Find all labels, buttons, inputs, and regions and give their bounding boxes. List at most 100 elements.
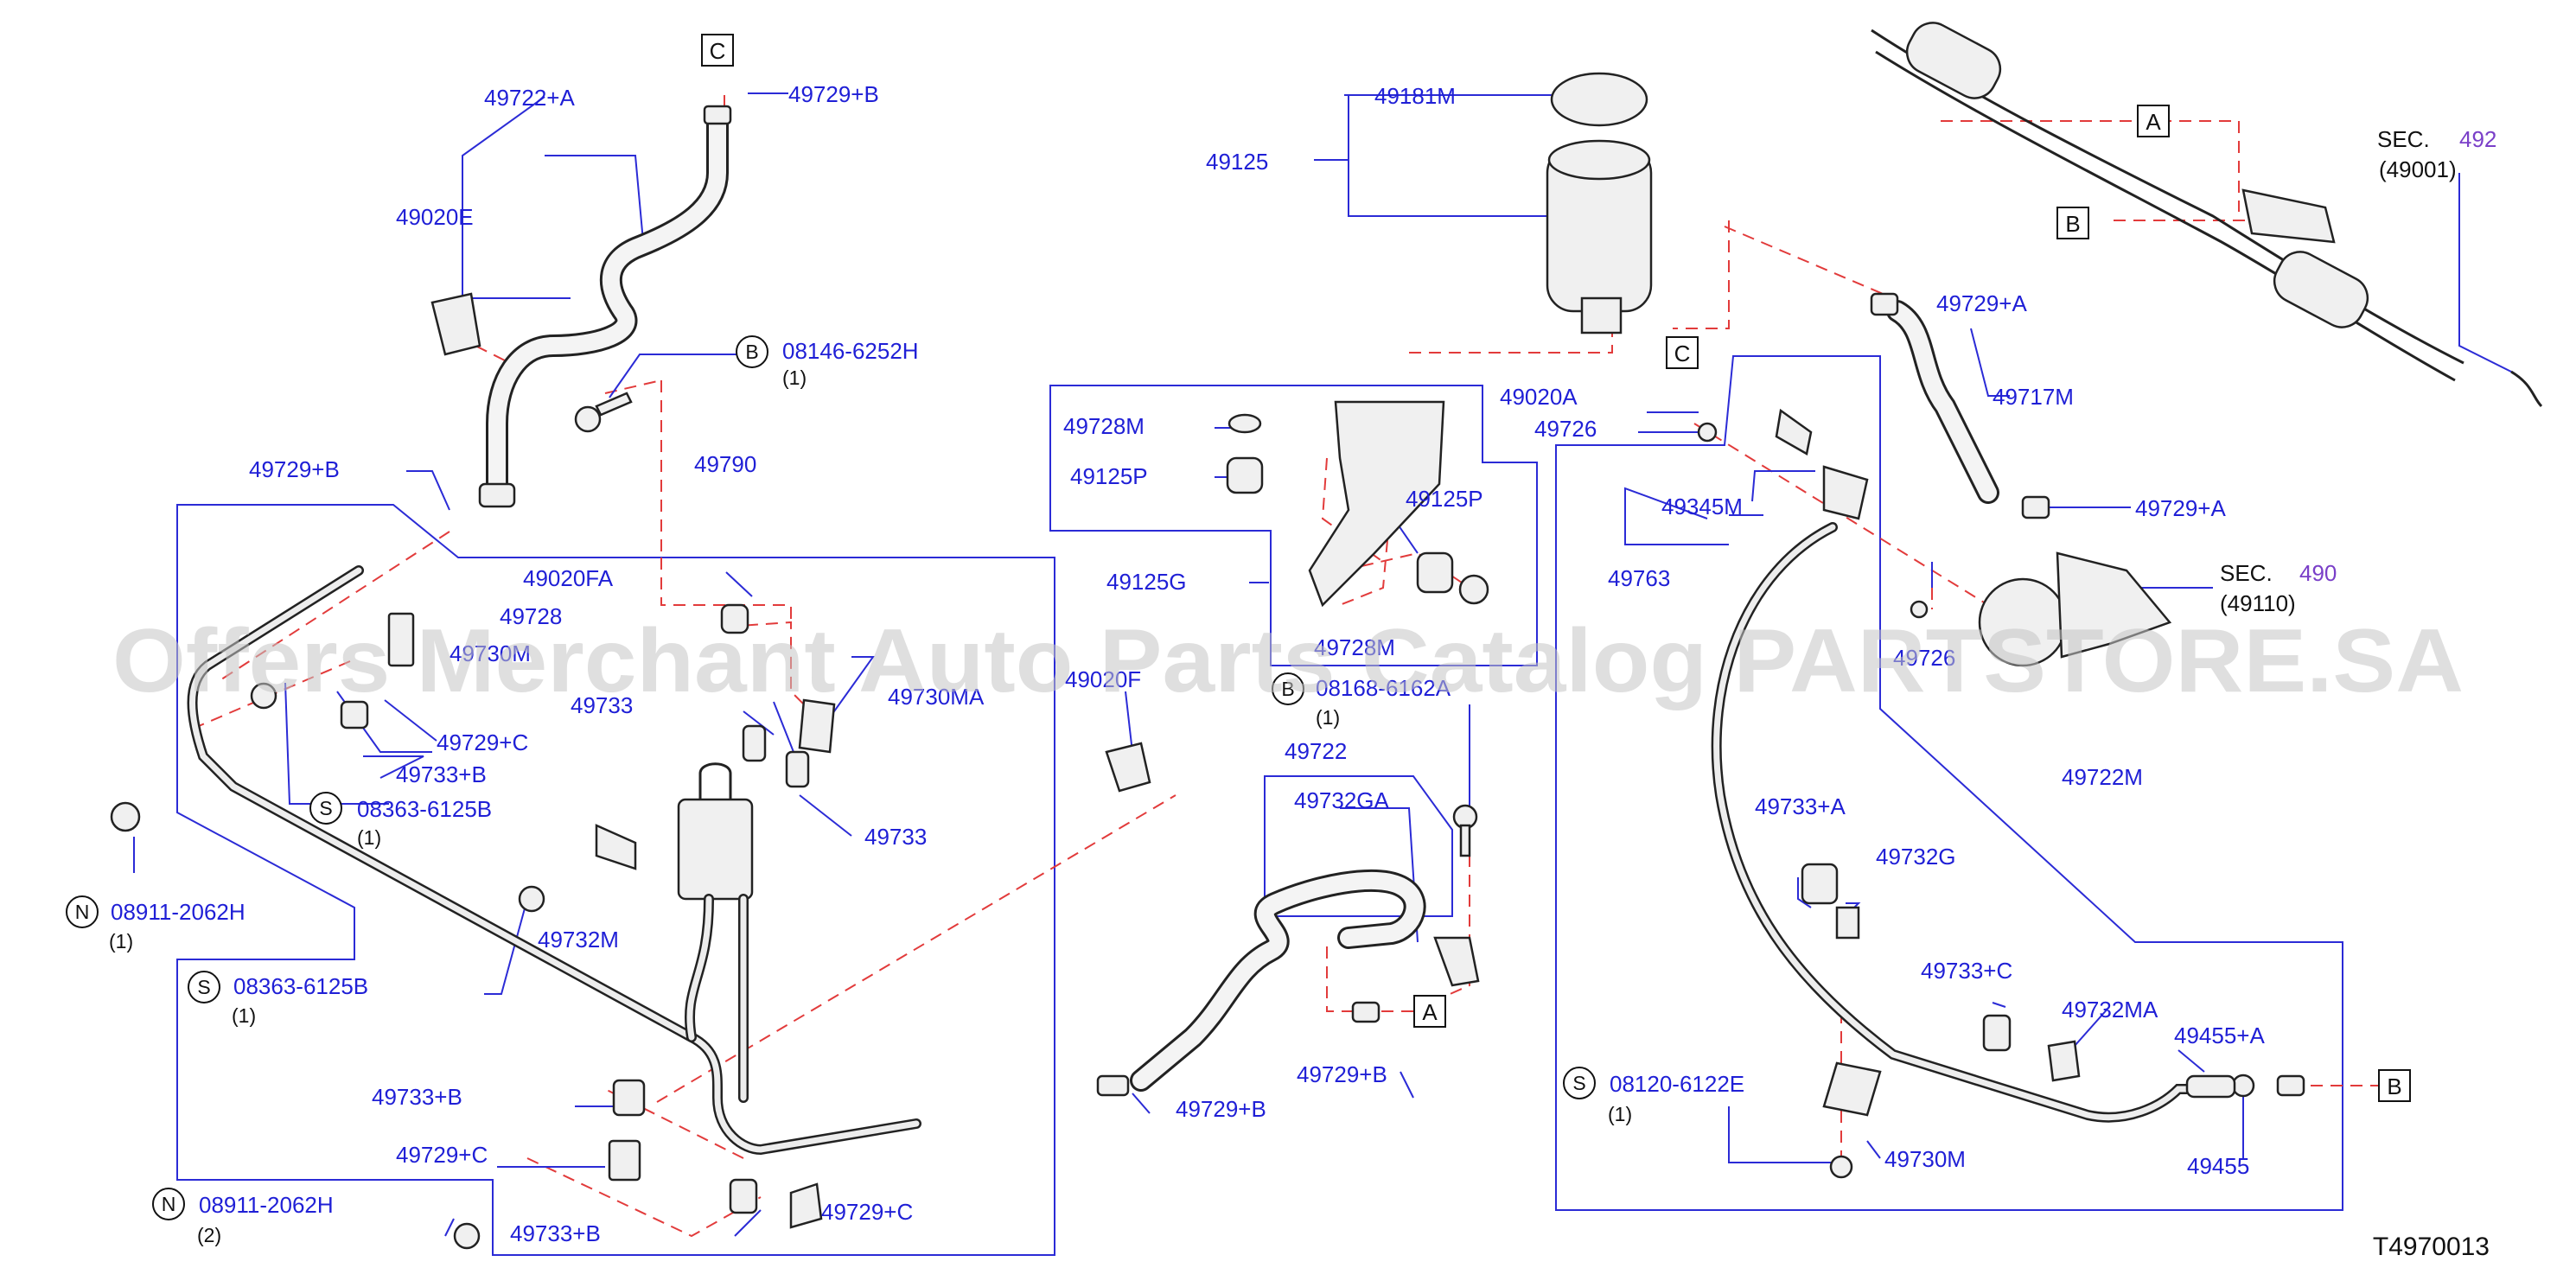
frame-49722 <box>1264 775 1453 917</box>
frame-49722M <box>1555 355 2343 1211</box>
label-49733-c: 49733+C <box>1921 958 2012 984</box>
label-49790: 49790 <box>694 451 756 477</box>
label-49020fa: 49020FA <box>523 565 614 591</box>
label-08911-a-qty: (1) <box>109 930 133 953</box>
label-49730m-partial: 49730M <box>450 640 531 666</box>
label-08911-b-qty: (2) <box>197 1224 221 1246</box>
label-49729-c-bot: 49729+C <box>396 1142 488 1168</box>
label-49733-b-bot2: 49733+B <box>510 1220 601 1246</box>
code-b-08146: B <box>745 341 758 363</box>
label-49733-a: 49733 <box>571 692 633 718</box>
part-labels: 49722+A 49729+B 49020E 08146-6252H (1) 4… <box>109 81 2496 1246</box>
label-49730ma: 49730MA <box>888 684 985 710</box>
label-49729-b-center: 49729+B <box>1297 1061 1387 1087</box>
code-n-08911b: N <box>162 1193 176 1215</box>
label-49732g: 49732G <box>1876 844 1956 870</box>
label-49125p-left: 49125P <box>1070 463 1148 489</box>
bracket-49020E <box>430 292 481 356</box>
label-49729-b-left: 49729+B <box>249 456 340 482</box>
fastener-codes: B S N S N B S <box>66 335 1596 1220</box>
code-b-08168: B <box>1281 678 1294 700</box>
label-49729-c-left: 49729+C <box>437 730 528 755</box>
label-49732m: 49732M <box>538 927 619 953</box>
label-sec-492-sub: (49001) <box>2379 156 2457 182</box>
label-49125p-right: 49125P <box>1406 486 1483 512</box>
clamp-icon <box>478 482 516 508</box>
label-49455: 49455 <box>2187 1153 2249 1179</box>
label-49717m: 49717M <box>1993 384 2074 410</box>
label-sec-492: SEC. <box>2377 126 2430 152</box>
code-s-08363a: S <box>319 797 332 819</box>
label-49722: 49722 <box>1285 738 1347 764</box>
label-08363-6125b-b: 08363-6125B <box>233 973 368 999</box>
label-08363-6125b-a: 08363-6125B <box>357 796 492 822</box>
callout-b-right: B <box>2387 1074 2401 1099</box>
code-s-08120: S <box>1572 1072 1585 1094</box>
label-49726-bot: 49726 <box>1893 645 1955 671</box>
label-sec-490: SEC. <box>2220 560 2273 586</box>
callout-b-rack: B <box>2065 211 2080 237</box>
callout-c-top: C <box>710 38 726 64</box>
frame-49125G <box>1049 385 1538 666</box>
label-49729-b-bottom: 49729+B <box>1176 1096 1266 1122</box>
frame-49790 <box>176 504 1055 1256</box>
callout-boxes: C C A B A B <box>701 34 2411 1102</box>
watermark: Offers Merchant Auto Parts Catalog PARTS… <box>112 611 2464 711</box>
label-49722-a: 49722+A <box>484 85 575 111</box>
label-49732ma: 49732MA <box>2062 997 2158 1023</box>
code-s-08363b: S <box>197 976 210 998</box>
label-49125g: 49125G <box>1106 569 1187 595</box>
label-49733-b-bot: 49733+B <box>372 1084 462 1110</box>
label-49733-b: 49733 <box>864 824 927 850</box>
label-08146-6252h: 08146-6252H <box>782 338 919 364</box>
label-08168-qty: (1) <box>1316 706 1340 729</box>
label-49726-top: 49726 <box>1534 416 1597 442</box>
label-49730m: 49730M <box>1884 1146 1966 1172</box>
part-drawings <box>110 22 2543 1250</box>
label-49732ga: 49732GA <box>1294 787 1390 813</box>
label-49345m: 49345M <box>1661 494 1743 519</box>
callout-a-center: A <box>1422 999 1438 1025</box>
label-08911-2062h-a: 08911-2062H <box>111 899 245 925</box>
hose-49722-A <box>486 105 729 504</box>
label-sec-490-num: 490 <box>2299 560 2337 586</box>
group-frames <box>176 355 2343 1256</box>
label-49728m: 49728M <box>1063 413 1145 439</box>
label-49733-a: 49733+A <box>1755 793 1846 819</box>
label-49763: 49763 <box>1608 565 1670 591</box>
cap-49181M <box>1550 72 1648 127</box>
label-49733-b-left: 49733+B <box>396 761 487 787</box>
label-49729-b-top: 49729+B <box>788 81 879 107</box>
label-49729-a-mid: 49729+A <box>2135 495 2226 521</box>
label-08120-6122e: 08120-6122E <box>1610 1071 1744 1097</box>
diagram-code: T4970013 <box>2373 1233 2490 1261</box>
cooler-49790 <box>677 798 754 901</box>
label-49722m: 49722M <box>2062 764 2143 790</box>
callout-a-rack: A <box>2146 109 2161 135</box>
label-49728-left: 49728 <box>500 603 562 629</box>
label-49728m-partial: 49728M <box>1314 634 1395 660</box>
label-49729-c-bot2: 49729+C <box>821 1199 913 1225</box>
code-n-08911a: N <box>75 901 90 923</box>
label-49020e: 49020E <box>396 204 474 230</box>
label-08168-6162a: 08168-6162A <box>1316 675 1451 701</box>
label-49455-a: 49455+A <box>2174 1023 2265 1048</box>
label-49020a: 49020A <box>1500 384 1578 410</box>
label-49125: 49125 <box>1206 149 1268 175</box>
label-08363-a-qty: (1) <box>357 826 381 849</box>
label-08911-2062h-b: 08911-2062H <box>199 1192 334 1218</box>
bolt-icon <box>574 405 602 433</box>
label-08363-b-qty: (1) <box>232 1004 256 1027</box>
label-sec-492-num: 492 <box>2459 126 2496 152</box>
callout-c-tank: C <box>1674 341 1691 366</box>
label-08120-qty: (1) <box>1608 1103 1632 1125</box>
clamp-icon <box>703 105 732 125</box>
label-08146-qty: (1) <box>782 366 807 389</box>
label-49181m: 49181M <box>1374 83 1456 109</box>
label-49729-a-top: 49729+A <box>1936 290 2027 316</box>
bracket-49125G <box>1308 400 1445 608</box>
label-sec-490-sub: (49110) <box>2220 590 2296 616</box>
label-49020f-partial: 49020F <box>1065 666 1141 692</box>
